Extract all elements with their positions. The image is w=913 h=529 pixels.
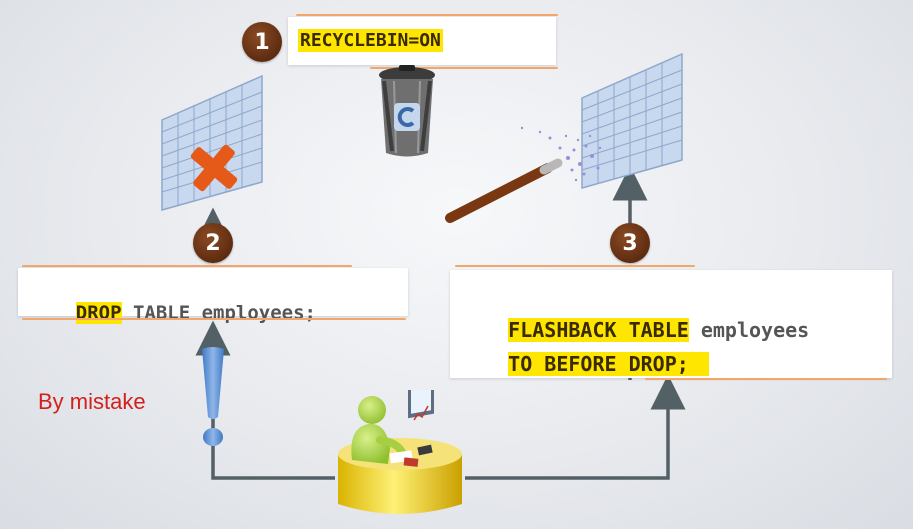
flashback-keyword: FLASHBACK TABLE	[508, 318, 689, 342]
step-2-badge: 2	[193, 223, 233, 263]
flashback-line-1: FLASHBACK TABLE employees	[460, 294, 809, 366]
restored-table-icon	[581, 52, 683, 189]
recyclebin-setting: RECYCLEBIN=ON	[298, 29, 443, 52]
drop-statement-box: DROP TABLE employees;	[18, 268, 408, 324]
step-1-badge: 1	[242, 22, 282, 62]
flashback-to-before-drop: TO BEFORE DROP;	[508, 352, 709, 376]
step-3-badge: 3	[610, 223, 650, 263]
drop-rule-top	[22, 265, 352, 267]
user-at-desk-icon	[338, 390, 462, 514]
dropped-table-icon	[161, 74, 263, 211]
by-mistake-label: By mistake	[38, 389, 146, 414]
recyclebin-rule	[296, 14, 558, 16]
flashback-statement-box: FLASHBACK TABLE employees TO BEFORE DROP…	[450, 270, 892, 378]
flashback-line-2: TO BEFORE DROP;	[460, 328, 709, 400]
drop-rest: TABLE employees;	[121, 302, 316, 324]
recyclebin-statement-box: RECYCLEBIN=ON	[288, 17, 556, 65]
drop-flow-line	[195, 320, 335, 480]
recyclebin-rule-bottom	[370, 67, 558, 69]
exclamation-icon	[202, 347, 224, 446]
flashback-flow-line	[465, 374, 686, 480]
flashback-rule-bottom	[645, 378, 887, 380]
flashback-rule-top	[455, 265, 695, 267]
magic-wand-icon	[445, 126, 602, 223]
drop-statement: DROP TABLE employees;	[30, 280, 316, 346]
recycle-bin-icon	[379, 65, 435, 157]
drop-rule-bottom	[22, 318, 406, 320]
flashback-table-name: employees	[688, 318, 810, 342]
drop-keyword: DROP	[75, 302, 122, 324]
